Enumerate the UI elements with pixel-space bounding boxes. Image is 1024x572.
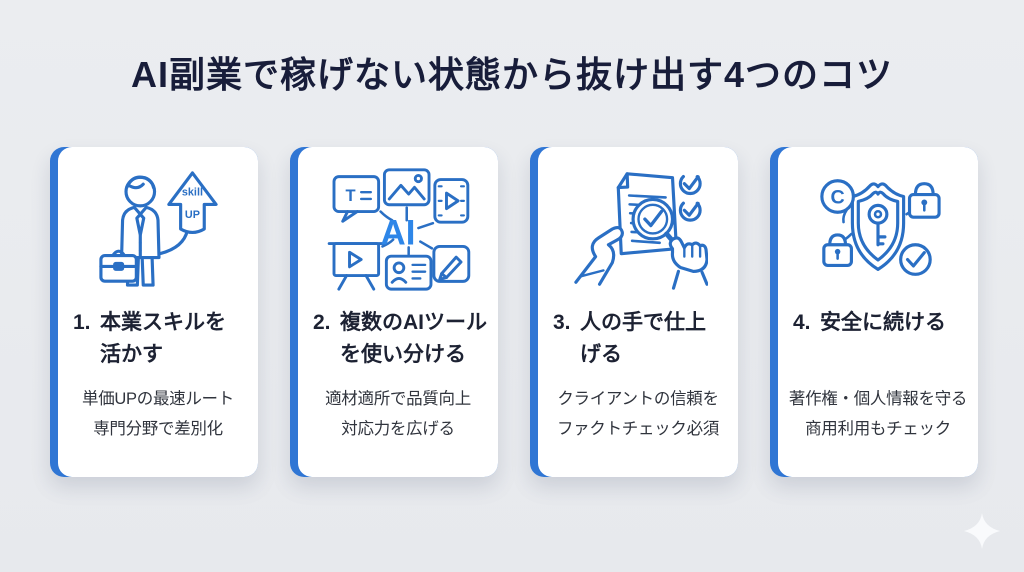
tip-card-1-number: 1.	[73, 311, 91, 334]
tip-card-2-description: 適材適所で品質向上 対応力を広げる	[300, 385, 496, 444]
tip-card-1-description: 単価UPの最速ルート 専門分野で差別化	[60, 385, 256, 444]
tip-card-2-icon-box: AI T	[298, 147, 498, 295]
tip-card-1-heading-line2: 活かす	[100, 342, 163, 366]
tip-card-4-number: 4.	[793, 311, 811, 334]
tip-card-3-heading-line1: 人の手で仕上	[580, 311, 706, 334]
tip-card-2-heading: 2. 複数のAIツール を使い分ける	[313, 307, 490, 371]
tip-card-2-heading-line2: を使い分ける	[340, 342, 466, 366]
tip-card-4-body: C 4. 安全に続ける 著作権・個人情報を守る 商用利用もチェック	[778, 147, 978, 477]
tip-card-4-heading-line1: 安全に続ける	[820, 311, 946, 334]
tip-card-3-heading: 3. 人の手で仕上 げる	[553, 307, 730, 371]
tip-card-4-icon-box: C	[778, 147, 978, 295]
tip-card-2-desc-line1: 適材適所で品質向上	[325, 390, 471, 408]
tip-card-3-desc-line2: ファクトチェック必須	[556, 419, 719, 438]
copyright-label: C	[831, 186, 845, 208]
tip-card-2-heading-line1: 複数のAIツール	[340, 311, 487, 334]
skill-up-label-line1: skill	[182, 187, 203, 199]
skill-up-label-line2: UP	[185, 209, 200, 221]
fact-check-document-icon	[574, 172, 708, 290]
tip-card-4-description: 著作権・個人情報を守る 商用利用もチェック	[780, 385, 976, 444]
tip-card-4-heading: 4. 安全に続ける	[793, 307, 970, 371]
tip-card-4-desc-line1: 著作権・個人情報を守る	[788, 390, 968, 408]
tip-card-3-heading-line2: げる	[580, 342, 622, 366]
tip-card-1-desc-line1: 単価UPの最速ルート	[82, 390, 234, 408]
tip-card-1-heading: 1. 本業スキルを 活かす	[73, 307, 250, 371]
tip-card-1-icon-box: skill UP	[58, 147, 258, 295]
tip-card-3-icon-box	[538, 147, 738, 295]
ai-label: AI	[381, 214, 416, 253]
tip-card-1: skill UP 1. 本業スキルを 活かす 単価UPの最速ルート 専門分野で差…	[50, 147, 258, 477]
tip-card-1-desc-line2: 専門分野で差別化	[93, 419, 223, 438]
tip-card-4-desc-line2: 商用利用もチェック	[805, 419, 951, 438]
text-tool-label: T	[345, 187, 355, 205]
skill-up-businessman-icon: skill UP	[99, 171, 218, 287]
sparkle-icon	[964, 513, 1000, 549]
tip-card-2-body: AI T 2. 複数のAIツール を使い分ける 適材適所で品質向上 対応力を広げ…	[298, 147, 498, 477]
tip-card-2-number: 2.	[313, 311, 331, 334]
tip-card-3-desc-line1: クライアントの信頼を	[557, 390, 719, 408]
security-shield-icon: C	[820, 179, 941, 276]
tip-card-2-desc-line2: 対応力を広げる	[341, 419, 455, 438]
tip-card-2: AI T 2. 複数のAIツール を使い分ける 適材適所で品質向上 対応力を広げ…	[290, 147, 498, 477]
tips-card-row: skill UP 1. 本業スキルを 活かす 単価UPの最速ルート 専門分野で差…	[50, 147, 978, 477]
tip-card-1-heading-line1: 本業スキルを	[100, 311, 226, 334]
page-title: AI副業で稼げない状態から抜け出す4つのコツ	[130, 54, 894, 95]
tip-card-4: C 4. 安全に続ける 著作権・個人情報を守る 商用利用もチェック	[770, 147, 978, 477]
tip-card-1-body: skill UP 1. 本業スキルを 活かす 単価UPの最速ルート 専門分野で差…	[58, 147, 258, 477]
tip-card-3: 3. 人の手で仕上 げる クライアントの信頼を ファクトチェック必須	[530, 147, 738, 477]
ai-tools-icon: AI T	[327, 168, 471, 291]
tip-card-3-description: クライアントの信頼を ファクトチェック必須	[540, 385, 736, 444]
tip-card-3-number: 3.	[553, 311, 571, 334]
tip-card-3-body: 3. 人の手で仕上 げる クライアントの信頼を ファクトチェック必須	[538, 147, 738, 477]
